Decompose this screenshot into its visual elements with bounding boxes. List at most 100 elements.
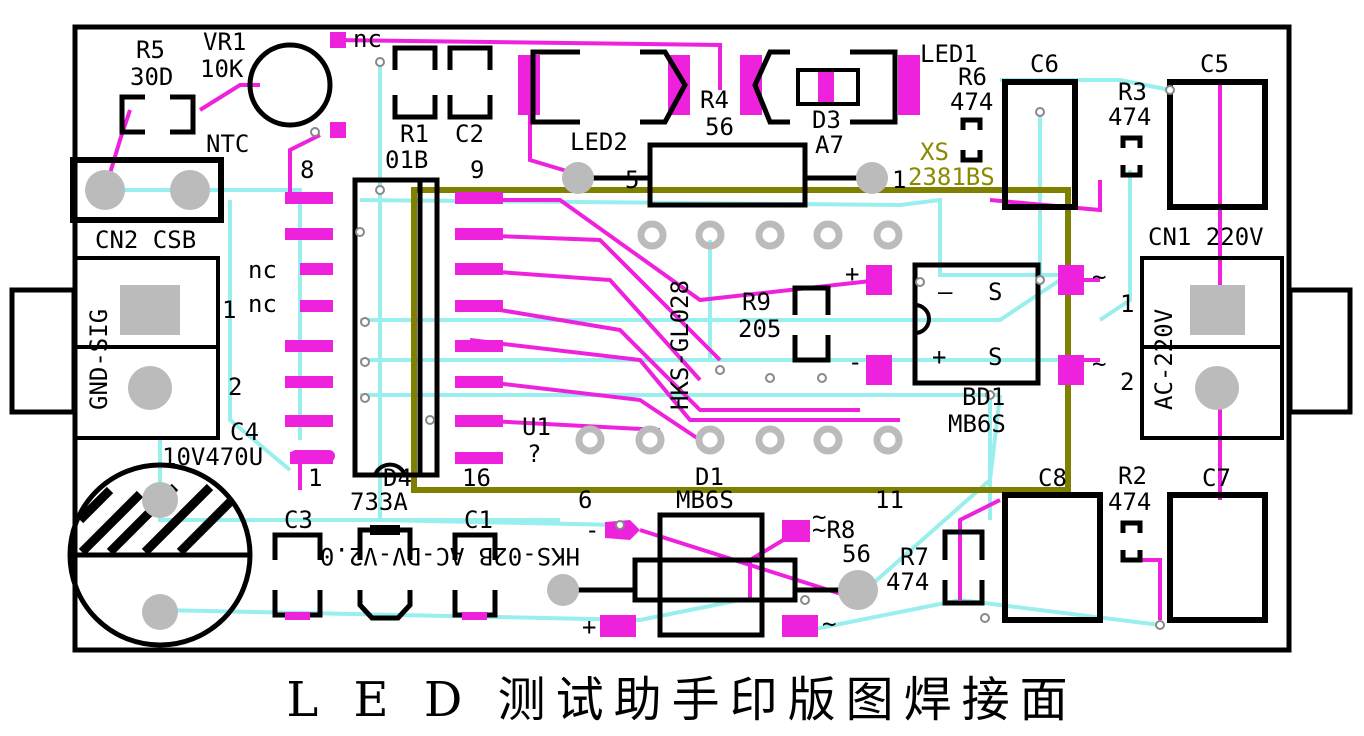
label-pin-11: 11 [875,486,904,514]
label-tilde-d1b: ~ [812,503,826,531]
label-c3: C3 [284,506,313,534]
vr1-pad [330,32,346,48]
label-pin-1b: 1 [308,464,322,492]
label-hks-gl028: HKS-GL028 [666,280,694,410]
r9-footprint [792,285,831,363]
r2-footprint [1120,520,1143,563]
label-cn1: CN1 220V [1148,223,1264,251]
label-led1: LED1 [920,40,978,68]
label-r9-val: 205 [738,315,781,343]
label-u1-val: ? [527,440,541,468]
label-d4: D4 [383,464,412,492]
label-pin-1: 1 [892,166,906,194]
svg-text:S: S [988,278,1002,306]
c7-footprint [1167,492,1268,623]
label-d4-val: 733A [350,488,408,516]
cn2-pad-round [128,366,172,410]
label-u1: U1 [522,413,551,441]
label-r8: ~R8 [812,516,855,544]
r7-footprint [942,529,985,606]
label-cn1-pin1: 1 [1120,290,1134,318]
r1-c2-footprint [392,45,493,120]
label-r7: R7 [900,543,929,571]
label-c2: C2 [455,120,484,148]
label-pin-5: 5 [625,166,639,194]
label-d3: D3 [812,106,841,134]
module-outline [411,187,1071,493]
label-c7: C7 [1202,464,1231,492]
u1-right-pads [455,192,503,464]
label-c8: C8 [1038,464,1067,492]
label-ic-pin9: 9 [470,156,484,184]
cn1-pad-square [1190,285,1245,335]
label-c6: C6 [1030,50,1059,78]
xs-body [647,142,808,208]
pcb-layout: – S + S [9,24,1353,653]
vr1-pad [330,122,346,138]
d1-outer [632,557,798,603]
label-nc-top: nc [353,25,382,53]
label-r4: R4 [700,86,729,114]
cn2-pin [170,170,210,210]
module-pads-top [637,220,903,250]
cn1-tab [1287,287,1353,415]
label-bd1: BD1 [962,383,1005,411]
label-tilde1: ~ [1092,263,1106,291]
label-d1: D1 [695,463,724,491]
label-c4: C4 [230,418,259,446]
label-ac-220v: AC-220V [1150,309,1178,410]
label-r3: R3 [1118,78,1147,106]
label-r6-val: 474 [950,88,993,116]
label-r1: R1 [400,120,429,148]
cn1-pad-round [1195,366,1239,410]
led1-footprint [740,49,920,125]
label-ntc: NTC [206,130,249,158]
svg-text:+: + [932,343,946,371]
label-r5: R5 [136,36,165,64]
label-cn1-pin2: 2 [1120,368,1134,396]
label-pin-16: 16 [462,464,491,492]
cn2-header [70,157,224,223]
label-r2: R2 [1118,462,1147,490]
led2-footprint [518,49,690,125]
label-d3-val: A7 [815,131,844,159]
label-cn2: CN2 CSB [95,226,196,254]
label-gnd-sig: GND-SIG [85,309,113,410]
label-c5: C5 [1200,50,1229,78]
label-r2-val: 474 [1108,488,1151,516]
label-cn2-pin2: 2 [228,373,242,401]
label-pin-6: 6 [578,486,592,514]
label-c4-val: 10V470U [162,443,263,471]
page-title: L E D 测试助手印版图焊接面 [286,672,1078,728]
c6-footprint [1002,79,1078,210]
label-minus-d1: - [585,516,599,544]
label-bd1-val: MB6S [948,410,1006,438]
u1-left-pads [285,192,333,464]
label-minus-bd: - [848,348,862,376]
label-plus-d1: + [582,613,596,641]
d1-body [657,512,765,638]
c8-footprint [1002,492,1103,623]
label-xs-val: 2381BS [908,163,995,191]
r3-footprint [1120,135,1143,178]
c3-footprint [272,532,323,618]
label-mirror-text: HKS-02B AC-DV-V2.0 [320,542,580,570]
cn2-tab [9,287,77,415]
xs-pad [856,162,888,194]
u1-body [352,177,440,478]
r5-footprint [119,94,196,135]
label-cn2-pin1: 1 [222,296,236,324]
label-r4-val: 56 [705,113,734,141]
bd1-body [912,262,1041,386]
label-ic-pin8: 8 [300,156,314,184]
label-ic-code: 01B [385,146,428,174]
label-r7-val: 474 [886,568,929,596]
label-xs: XS [920,138,949,166]
vias [310,57,1175,630]
cn2-pad-square [120,285,180,335]
label-r9: R9 [742,288,771,316]
label-plus-bd: + [845,260,859,288]
label-r5-val: 30D [130,63,173,91]
module-pads-bottom [575,425,903,455]
svg-text:S: S [988,343,1002,371]
